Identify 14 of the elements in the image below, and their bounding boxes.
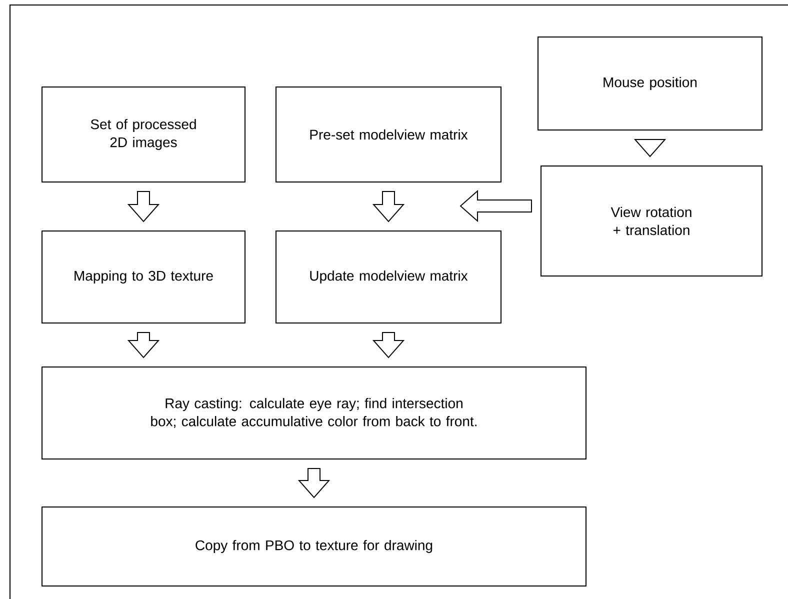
block-arrow <box>372 191 405 222</box>
process-box: Mouse position <box>538 36 762 130</box>
process-box: Copy from PBO to texture for drawing <box>42 506 586 586</box>
block-arrow <box>127 332 160 358</box>
process-box: Pre-set modelview matrix <box>276 86 502 182</box>
process-box: View rotation + translation <box>540 166 762 276</box>
block-arrow <box>298 468 330 498</box>
process-box: Ray casting: calculate eye ray; find intersection box; calculate accumulative color from back to front. <box>42 366 586 460</box>
block-arrow <box>127 191 160 222</box>
block-arrow <box>372 332 405 358</box>
process-box: Set of processed 2D images <box>42 86 246 182</box>
process-box: Mapping to 3D texture <box>42 230 246 324</box>
block-arrow <box>460 190 532 222</box>
process-box: Update modelview matrix <box>276 230 502 324</box>
